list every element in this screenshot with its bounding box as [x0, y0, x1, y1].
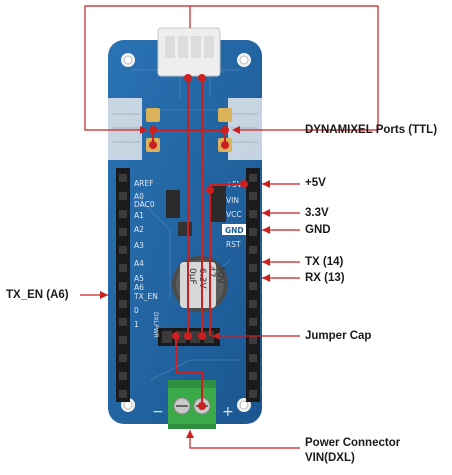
silk-rst: RST	[226, 240, 241, 249]
silk-dxlpwr: DXLPWR	[152, 312, 159, 338]
silk-plus: +	[222, 404, 234, 420]
silk-a4: A4	[134, 259, 144, 268]
silk-dac0: DAC0	[134, 200, 155, 209]
power-terminal	[168, 380, 216, 429]
red-dots	[149, 74, 248, 410]
dynamixel-connector-right	[228, 98, 262, 160]
label-plus5v: +5V	[305, 177, 326, 189]
silk-a1: A1	[134, 211, 144, 220]
label-tx: TX (14)	[305, 256, 344, 268]
capacitor: 0µF 6.3V 47 50V	[172, 256, 228, 312]
cap-text-uf: 0µF	[187, 268, 197, 285]
silk-a5: A5	[134, 274, 144, 283]
silk-vin: VIN	[226, 196, 239, 205]
label-gnd: GND	[305, 224, 331, 236]
label-rx: RX (13)	[305, 272, 345, 284]
silk-a6: A6	[134, 283, 144, 292]
label-3v3: 3.3V	[305, 207, 329, 219]
label-vin-dxl: VIN(DXL)	[305, 452, 355, 464]
label-tx-en: TX_EN (A6)	[6, 289, 69, 301]
right-pin-header	[246, 168, 260, 402]
silk-a3: A3	[134, 241, 144, 250]
left-pin-header	[116, 168, 130, 402]
silk-aref: AREF	[134, 179, 153, 188]
dynamixel-connector-left	[108, 98, 142, 160]
jumper-block: DXLPWR	[152, 312, 220, 346]
silk-a2: A2	[134, 225, 144, 234]
silk-minus: −	[152, 404, 164, 420]
silk-a0: A0	[134, 192, 144, 201]
dynamixel-connector-top	[157, 27, 221, 77]
label-jumper-cap: Jumper Cap	[305, 330, 372, 342]
gnd-silk-box	[222, 224, 246, 235]
cap-text-50v: 50V	[215, 266, 225, 284]
label-power-connector: Power Connector	[305, 437, 401, 449]
silk-vcc: VCC	[226, 210, 242, 219]
silk-1: 1	[134, 320, 139, 329]
arrow-heads	[100, 126, 270, 438]
silkscreen-left: AREF A0 DAC0 A1 A2 A3 A4 A5 A6 TX_EN 0 1	[133, 179, 158, 329]
label-dynamixel-ports: DYNAMIXEL Ports (TTL)	[305, 124, 438, 136]
silk-0: 0	[134, 306, 139, 315]
silk-tx-en: TX_EN	[133, 292, 158, 301]
silk-gnd: GND	[225, 226, 244, 235]
